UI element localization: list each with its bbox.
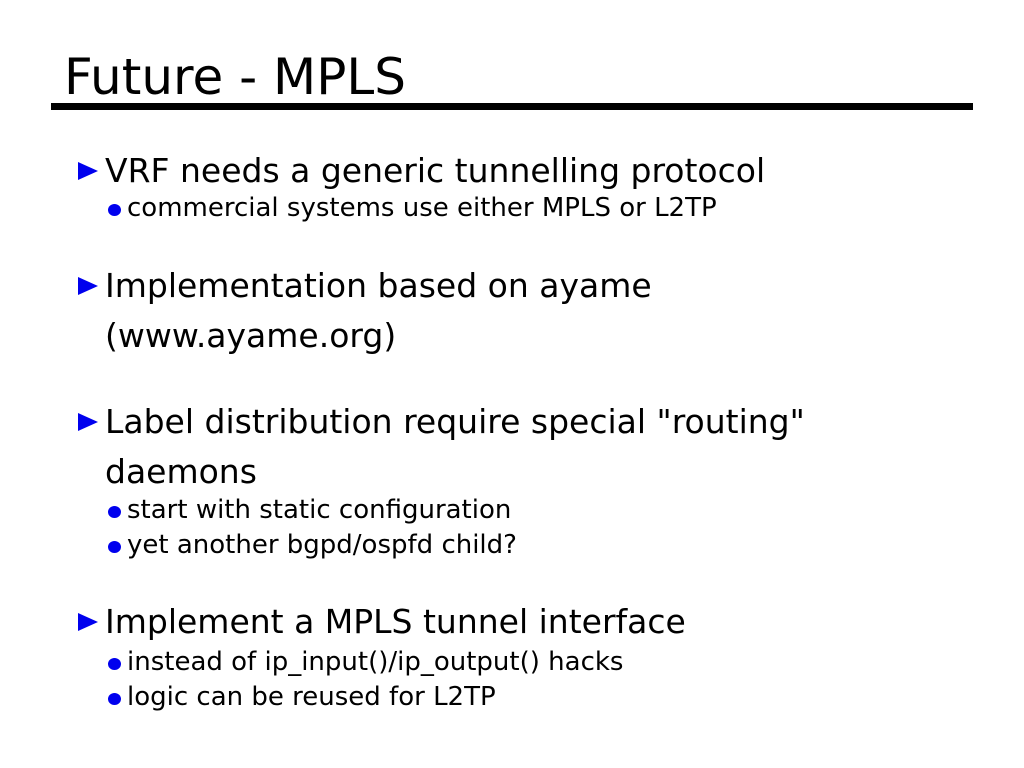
bullet-item-1: VRF needs a generic tunnelling protocol <box>78 146 765 196</box>
slide-title: Future - MPLS <box>64 48 406 106</box>
sub-bullets-1: commercial systems use either MPLS or L2… <box>108 191 717 226</box>
dot-icon <box>108 693 121 705</box>
sub-bullet-text: start with static configuration <box>127 495 512 525</box>
sub-bullets-4: instead of ip_input()/ip_output() hacks … <box>108 645 623 715</box>
title-underline-rule <box>51 103 973 110</box>
sub-bullet-text: instead of ip_input()/ip_output() hacks <box>127 647 624 677</box>
bullet-item-3: Label distribution require special "rout… <box>78 397 805 497</box>
bullet-line: Implement a MPLS tunnel interface <box>105 602 686 641</box>
sub-bullets-3: start with static configuration yet anot… <box>108 493 517 563</box>
triangle-right-icon <box>78 613 98 631</box>
triangle-right-icon <box>78 413 98 431</box>
bullet-line: VRF needs a generic tunnelling protocol <box>105 151 766 190</box>
dot-icon <box>108 506 121 518</box>
bullet-item-2: Implementation based on ayame (www.ayame… <box>78 261 652 361</box>
bullet-text: Label distribution require special "rout… <box>105 397 805 497</box>
triangle-right-icon <box>78 277 98 295</box>
triangle-right-icon <box>78 162 98 180</box>
dot-icon <box>108 658 121 670</box>
sub-bullet-item: start with static configuration <box>108 493 517 528</box>
bullet-line: Label distribution require special "rout… <box>105 402 805 441</box>
sub-bullet-item: yet another bgpd/ospfd child? <box>108 528 517 563</box>
sub-bullet-text: yet another bgpd/ospfd child? <box>127 530 517 560</box>
bullet-text: Implementation based on ayame (www.ayame… <box>105 261 652 361</box>
bullet-line: Implementation based on ayame <box>105 266 652 305</box>
dot-icon <box>108 541 121 553</box>
sub-bullet-item: logic can be reused for L2TP <box>108 680 623 715</box>
sub-bullet-text: logic can be reused for L2TP <box>127 682 496 712</box>
bullet-line: daemons <box>105 452 257 491</box>
sub-bullet-item: instead of ip_input()/ip_output() hacks <box>108 645 623 680</box>
sub-bullet-item: commercial systems use either MPLS or L2… <box>108 191 717 226</box>
sub-bullet-text: commercial systems use either MPLS or L2… <box>127 193 717 223</box>
bullet-line: (www.ayame.org) <box>105 316 397 355</box>
bullet-text: VRF needs a generic tunnelling protocol <box>105 146 765 196</box>
bullet-text: Implement a MPLS tunnel interface <box>105 597 686 647</box>
dot-icon <box>108 204 121 216</box>
bullet-item-4: Implement a MPLS tunnel interface <box>78 597 686 647</box>
